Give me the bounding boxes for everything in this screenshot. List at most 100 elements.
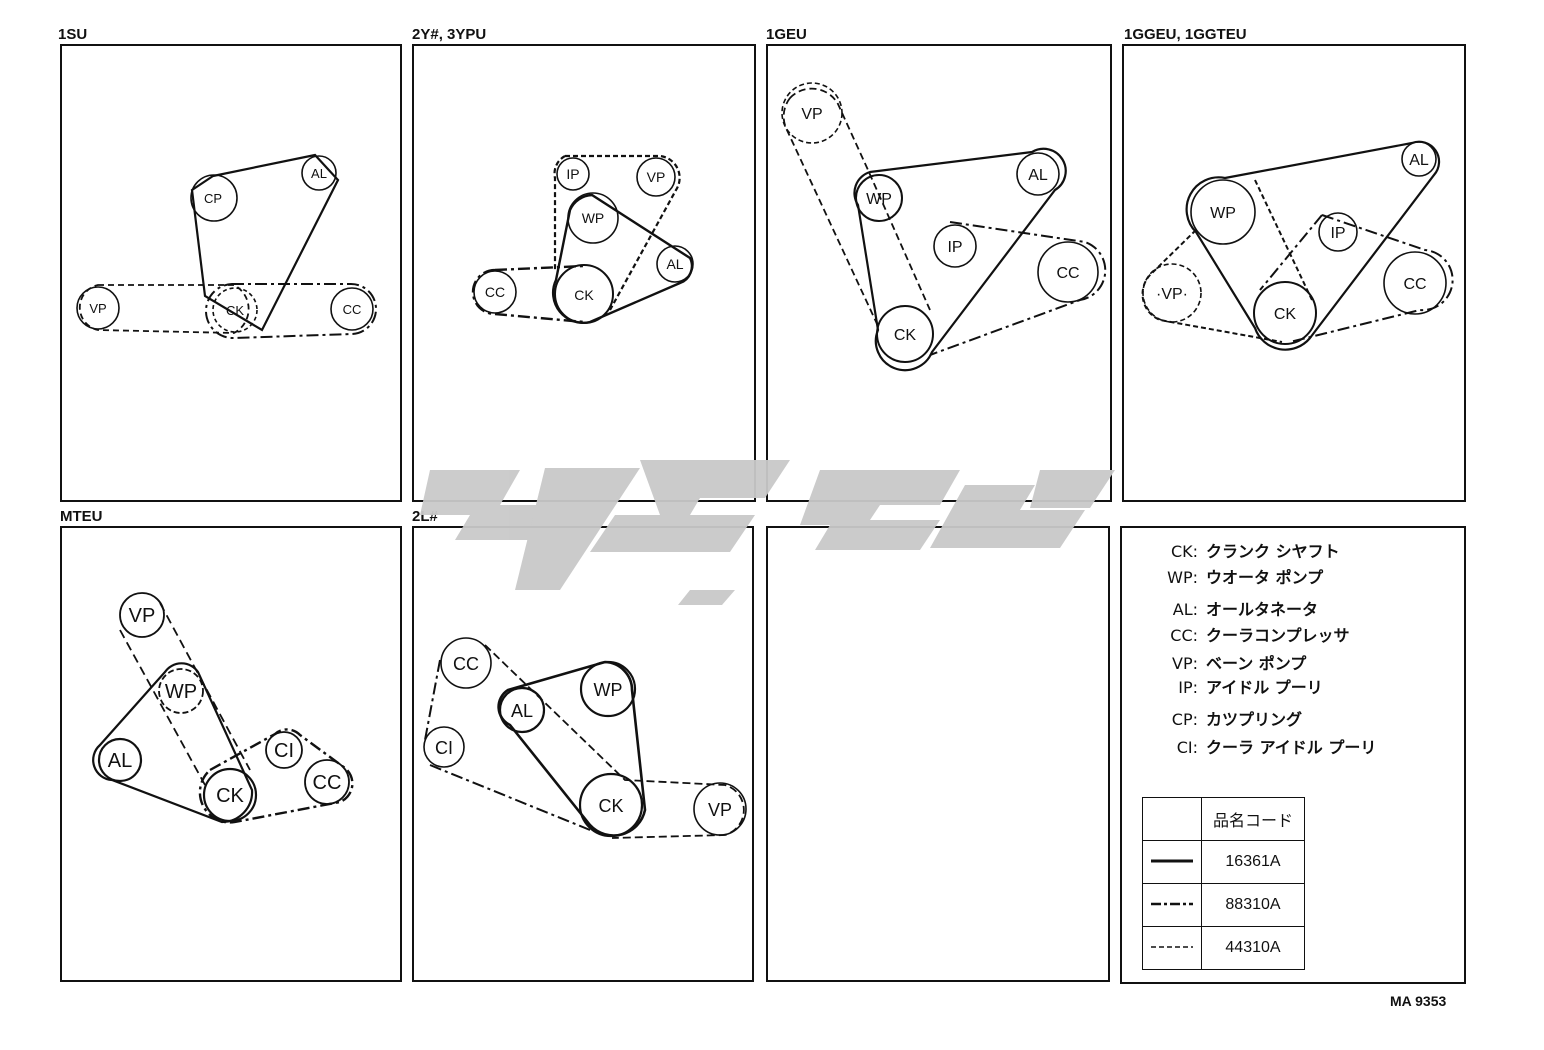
panel-empty (766, 526, 1110, 982)
label-vp: VP (708, 800, 732, 820)
label-ci: CI (274, 740, 294, 762)
legend-name: クーラコンプレッサ (1206, 626, 1350, 645)
panel-title-mteu: MTEU (60, 508, 103, 525)
part-code-table: 品名コード 16361A 88310A 44310A (1142, 797, 1305, 970)
legend-item-wp: WP:ウオータ ポンプ (1160, 564, 1323, 588)
pulley-al (656, 245, 694, 283)
document-id: MA 9353 (1390, 993, 1447, 1009)
legend-code: CK: (1170, 542, 1198, 561)
label-vp: VP (801, 106, 822, 123)
diagram-1geu: VP WP AL IP CC CK (781, 82, 1107, 372)
label-vp: VP (129, 605, 156, 627)
label-ck: CK (226, 303, 244, 318)
label-cc: CC (313, 772, 342, 794)
pulley-ip (556, 157, 590, 191)
pulley-ck (578, 772, 644, 838)
label-ck: CK (216, 785, 244, 807)
belt-dashdot-2y (471, 264, 585, 324)
pulley-ci (423, 726, 465, 768)
belt-dashdot-1ggeu (1259, 214, 1454, 343)
label-cc: CC (453, 654, 479, 674)
table-row: 44310A (1142, 926, 1305, 970)
label-al: AL (1409, 152, 1429, 169)
label-cc: CC (1403, 276, 1426, 293)
label-vp: VP (89, 301, 106, 316)
pulley-vp (76, 286, 120, 330)
pulley-vp (119, 592, 165, 638)
legend-name: クランク シヤフト (1206, 542, 1340, 561)
line-swatch-dashed (1142, 926, 1202, 970)
pulley-wp (1190, 179, 1256, 245)
belt-dashdot-1su (205, 282, 377, 340)
label-ip: IP (947, 239, 962, 256)
line-swatch-dash-dot (1142, 883, 1202, 927)
panel-mteu (60, 526, 402, 982)
table-row: 88310A (1142, 883, 1305, 927)
legend-item-vp: VP: ベーン ポンプ (1160, 650, 1306, 674)
pulley-al (301, 155, 337, 191)
watermark-logo (420, 460, 1115, 605)
panel-2y-3ypu (412, 44, 756, 502)
legend-name: カツプリング (1206, 710, 1303, 729)
pulley-ci (265, 731, 303, 769)
pulley-ip (1318, 212, 1358, 252)
pulley-cc (440, 637, 492, 689)
panel-title-2y-3ypu: 2Y#, 3YPU (412, 26, 487, 43)
belt-dashed-mteu (119, 602, 251, 786)
label-ck: CK (894, 327, 917, 344)
label-cc: CC (485, 284, 505, 300)
pulley-wp (567, 192, 619, 244)
pulley-ck (554, 264, 614, 324)
label-ip: IP (1330, 225, 1345, 242)
label-cc: CC (1056, 265, 1079, 282)
legend-name: オールタネータ (1206, 600, 1319, 619)
pulley-ck (1253, 281, 1317, 345)
belt-dashed-2y (553, 154, 681, 311)
belt-dashdot-mteu (198, 728, 354, 824)
legend-item-cc: CC: クーラコンプレッサ (1160, 622, 1350, 646)
pulley-vp (693, 782, 747, 836)
pulley-cc (304, 759, 350, 805)
belt-dashed-1su (78, 284, 250, 334)
belt-dashdot-1geu (929, 221, 1107, 356)
diagram-2l: CC CI AL WP VP CK (423, 637, 747, 839)
belt-solid-1su (190, 153, 340, 332)
panel-title-1su: 1SU (58, 26, 88, 43)
line-swatch-solid (1142, 840, 1202, 884)
pulley-cc (1037, 241, 1099, 303)
legend-item-ip: IP:アイドル プーリ (1160, 674, 1323, 698)
legend-item-cp: CP: カツプリング (1160, 706, 1302, 730)
pulley-ck (202, 767, 258, 823)
legend-name: クーラ アイドル プーリ (1206, 738, 1377, 757)
legend-item-ck: CK: クランク シヤフト (1160, 538, 1340, 562)
part-code: 44310A (1201, 926, 1305, 970)
label-al: AL (511, 701, 533, 721)
legend-code: VP: (1172, 654, 1198, 673)
belt-dashdot-2l (424, 659, 591, 831)
pulley-vp (1142, 263, 1202, 323)
label-ip: IP (566, 166, 579, 182)
legend-code: CC: (1170, 626, 1198, 645)
legend-code: AL: (1172, 600, 1198, 619)
panel-1su (60, 44, 402, 502)
panel-title-1geu: 1GEU (766, 26, 807, 43)
diagram-1su: CP AL VP CK CC (76, 153, 377, 340)
legend-name: ベーン ポンプ (1206, 654, 1307, 673)
table-header-row: 品名コード (1142, 797, 1305, 841)
label-wp: WP (1210, 205, 1236, 222)
label-al: AL (1028, 167, 1048, 184)
pulley-al (1016, 152, 1060, 196)
legend-name: アイドル プーリ (1206, 678, 1323, 697)
pulley-cc (330, 287, 374, 331)
pulley-wp (855, 174, 903, 222)
belt-solid-mteu (92, 662, 254, 824)
label-ck: CK (598, 796, 623, 816)
legend-code: WP: (1167, 568, 1198, 587)
legend-list: CK: クランク シヤフト WP:ウオータ ポンプ AL: オールタネータ CC: ク… (1160, 538, 1450, 758)
label-al: AL (311, 166, 327, 181)
pulley-wp (579, 660, 637, 718)
legend-code: CP: (1171, 710, 1198, 729)
table-corner-cell (1142, 797, 1202, 841)
belt-dashed-1geu (782, 87, 931, 327)
label-al: AL (108, 750, 132, 772)
